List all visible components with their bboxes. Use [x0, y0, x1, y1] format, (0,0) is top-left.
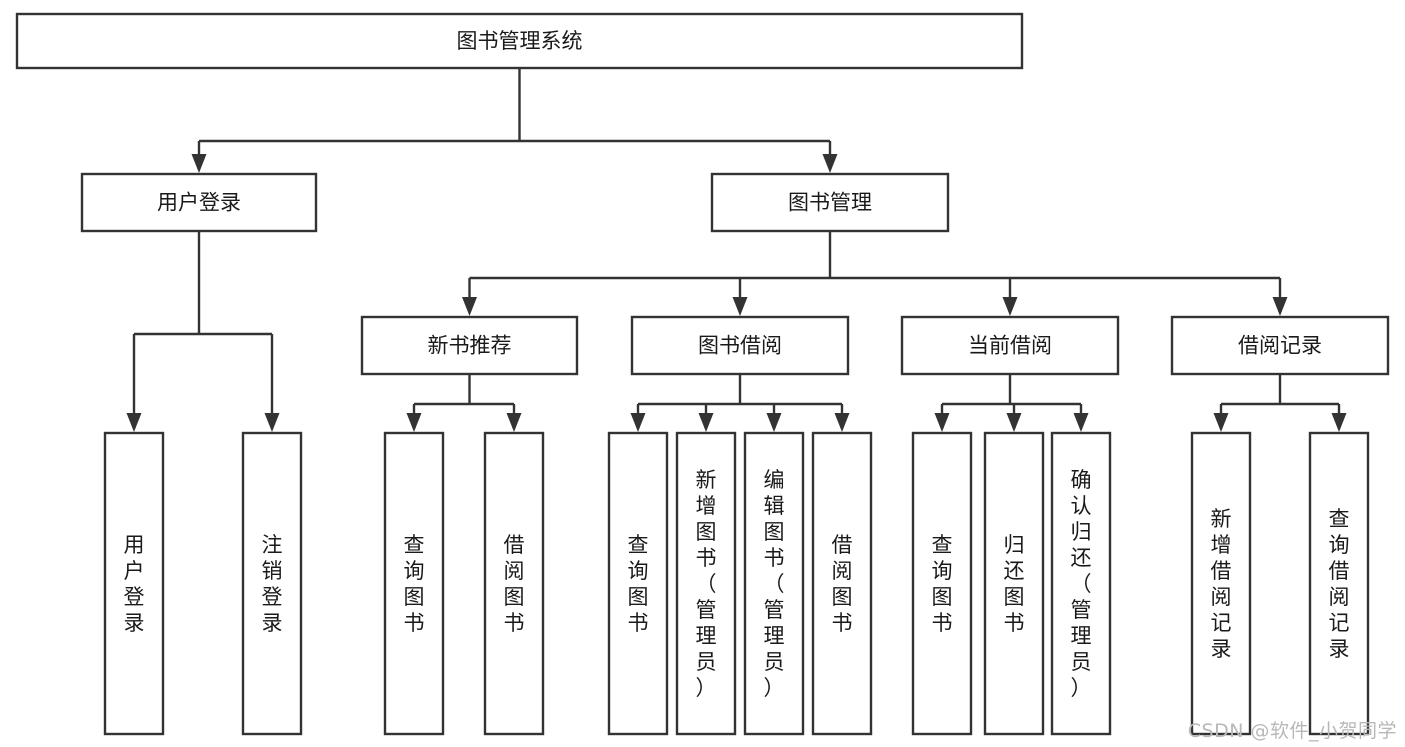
- arrow-head-icon: [1073, 413, 1089, 432]
- node-label-new-book-rec: 新书推荐: [428, 334, 512, 358]
- node-label-leaf-user-logout: 注销登录: [262, 533, 283, 635]
- node-box-leaf-add-book[interactable]: [675, 431, 737, 736]
- arrow-head-icon: [630, 413, 646, 432]
- node-box-leaf-user-login[interactable]: [103, 431, 165, 736]
- arrow-head-icon: [191, 154, 207, 173]
- node-label-leaf-add-record: 新增借阅记录: [1211, 507, 1232, 661]
- node-label-root: 图书管理系统: [457, 29, 583, 53]
- node-leaf-query-book-1[interactable]: 查询图书: [383, 431, 445, 736]
- node-leaf-user-logout[interactable]: 注销登录: [241, 431, 303, 736]
- node-box-leaf-confirm-return[interactable]: [1050, 431, 1112, 736]
- arrow-head-icon: [1272, 297, 1288, 316]
- node-leaf-return-book[interactable]: 归还图书: [983, 431, 1045, 736]
- node-box-leaf-query-book-3[interactable]: [911, 431, 973, 736]
- connector-e-root-split: [191, 68, 838, 173]
- connector-e-newbook-split: [406, 374, 522, 432]
- node-label-leaf-query-book-2: 查询图书: [628, 533, 649, 635]
- node-box-leaf-borrow-book-1[interactable]: [483, 431, 545, 736]
- node-user-login[interactable]: 用户登录: [80, 172, 318, 233]
- node-box-leaf-return-book[interactable]: [983, 431, 1045, 736]
- node-label-leaf-query-book-3: 查询图书: [932, 533, 953, 635]
- node-label-user-login: 用户登录: [157, 191, 241, 215]
- arrow-head-icon: [264, 413, 280, 432]
- connector-e-bookborrow-split: [630, 374, 850, 432]
- node-root[interactable]: 图书管理系统: [15, 12, 1024, 70]
- node-label-leaf-borrow-book-2: 借阅图书: [832, 533, 853, 635]
- node-box-leaf-query-book-2[interactable]: [607, 431, 669, 736]
- arrow-head-icon: [506, 413, 522, 432]
- node-book-manage[interactable]: 图书管理: [710, 172, 950, 233]
- node-box-user-login[interactable]: [80, 172, 318, 233]
- node-box-book-borrow[interactable]: [630, 315, 850, 376]
- csdn-watermark: CSDN @软件_小贺同学: [1187, 720, 1397, 742]
- node-leaf-query-record[interactable]: 查询借阅记录: [1308, 431, 1370, 736]
- connector-e-current-split: [934, 374, 1089, 432]
- node-current-borrow[interactable]: 当前借阅: [900, 315, 1120, 376]
- node-label-leaf-query-record: 查询借阅记录: [1329, 507, 1350, 661]
- arrow-head-icon: [1006, 413, 1022, 432]
- node-label-leaf-confirm-return: 确认归还（管理员）: [1071, 468, 1092, 700]
- arrow-head-icon: [126, 413, 142, 432]
- node-box-new-book-rec[interactable]: [360, 315, 579, 376]
- node-label-book-manage: 图书管理: [788, 191, 872, 215]
- node-label-book-borrow: 图书借阅: [698, 334, 782, 358]
- arrow-head-icon: [732, 297, 748, 316]
- arrow-head-icon: [766, 413, 782, 432]
- node-label-leaf-user-login: 用户登录: [124, 533, 145, 635]
- arrow-head-icon: [1213, 413, 1229, 432]
- node-label-leaf-borrow-book-1: 借阅图书: [504, 533, 525, 635]
- node-leaf-user-login[interactable]: 用户登录: [103, 431, 165, 736]
- node-box-leaf-query-book-1[interactable]: [383, 431, 445, 736]
- arrow-head-icon: [822, 154, 838, 173]
- arrow-head-icon: [1002, 297, 1018, 316]
- node-borrow-record[interactable]: 借阅记录: [1170, 315, 1390, 376]
- arrow-head-icon: [462, 297, 477, 316]
- node-box-leaf-borrow-book-2[interactable]: [811, 431, 873, 736]
- connector-e-record-split: [1213, 374, 1347, 432]
- node-box-root[interactable]: [15, 12, 1024, 70]
- arrow-head-icon: [1331, 413, 1347, 432]
- node-leaf-confirm-return[interactable]: 确认归还（管理员）: [1050, 431, 1112, 736]
- node-box-leaf-edit-book[interactable]: [743, 431, 805, 736]
- node-label-current-borrow: 当前借阅: [968, 334, 1052, 358]
- node-leaf-edit-book[interactable]: 编辑图书（管理员）: [743, 431, 805, 736]
- node-box-leaf-add-record[interactable]: [1190, 431, 1252, 736]
- node-leaf-query-book-3[interactable]: 查询图书: [911, 431, 973, 736]
- node-box-current-borrow[interactable]: [900, 315, 1120, 376]
- arrow-head-icon: [834, 413, 850, 432]
- node-leaf-add-record[interactable]: 新增借阅记录: [1190, 431, 1252, 736]
- connector-e-userlogin-split: [126, 231, 280, 432]
- arrow-head-icon: [406, 413, 422, 432]
- node-leaf-query-book-2[interactable]: 查询图书: [607, 431, 669, 736]
- node-leaf-add-book[interactable]: 新增图书（管理员）: [675, 431, 737, 736]
- node-box-leaf-query-record[interactable]: [1308, 431, 1370, 736]
- node-new-book-rec[interactable]: 新书推荐: [360, 315, 579, 376]
- node-box-borrow-record[interactable]: [1170, 315, 1390, 376]
- node-layer: 图书管理系统用户登录图书管理新书推荐图书借阅当前借阅借阅记录用户登录注销登录查询…: [15, 12, 1390, 736]
- node-box-leaf-user-logout[interactable]: [241, 431, 303, 736]
- node-label-leaf-add-book: 新增图书（管理员）: [696, 468, 717, 700]
- connector-layer: [126, 68, 1347, 432]
- node-leaf-borrow-book-1[interactable]: 借阅图书: [483, 431, 545, 736]
- node-label-borrow-record: 借阅记录: [1238, 334, 1322, 358]
- node-box-book-manage[interactable]: [710, 172, 950, 233]
- node-label-leaf-query-book-1: 查询图书: [404, 533, 425, 635]
- arrow-head-icon: [698, 413, 714, 432]
- arrow-head-icon: [934, 413, 950, 432]
- node-leaf-borrow-book-2[interactable]: 借阅图书: [811, 431, 873, 736]
- node-label-leaf-return-book: 归还图书: [1004, 533, 1025, 635]
- connector-e-bookmanage-split: [462, 231, 1288, 316]
- node-book-borrow[interactable]: 图书借阅: [630, 315, 850, 376]
- node-label-leaf-edit-book: 编辑图书（管理员）: [764, 468, 785, 700]
